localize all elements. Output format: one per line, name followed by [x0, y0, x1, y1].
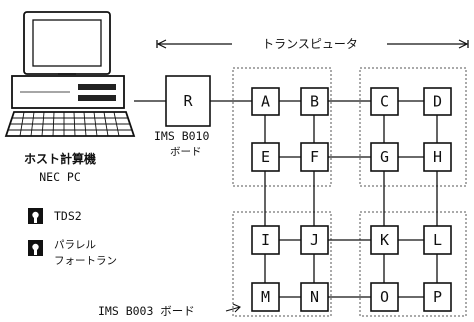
node-e-label: E: [261, 148, 270, 166]
node-k-label: K: [380, 231, 389, 249]
node-o-label: O: [380, 288, 389, 306]
floppy-disk-icon: [28, 240, 43, 256]
node-e: E: [252, 143, 279, 171]
node-f-label: F: [310, 148, 319, 166]
node-o: O: [371, 283, 398, 311]
node-a: A: [252, 88, 279, 115]
legend-label-parallel: パラレル: [54, 239, 96, 251]
node-b-label: B: [310, 93, 319, 111]
node-n-label: N: [310, 288, 319, 306]
node-f: F: [301, 143, 328, 171]
node-a-label: A: [261, 93, 270, 111]
host-computer-icon: [6, 12, 134, 136]
title-label: トランスピュータ: [262, 37, 358, 51]
node-p-label: P: [433, 288, 442, 306]
node-d: D: [424, 88, 451, 115]
node-r-label: R: [183, 92, 193, 110]
node-g: G: [371, 143, 398, 171]
host-model-label: NEC PC: [39, 170, 81, 184]
node-c: C: [371, 88, 398, 115]
root-board-label: IMS B010: [154, 129, 209, 143]
legend: TDS2 パラレル フォートラン: [28, 208, 117, 267]
node-j: J: [301, 226, 328, 254]
node-k: K: [371, 226, 398, 254]
node-h: H: [424, 143, 451, 171]
node-h-label: H: [433, 148, 442, 166]
node-i-label: I: [261, 231, 270, 249]
legend-label-fortran: フォートラン: [54, 255, 117, 267]
legend-label-tds2: TDS2: [54, 209, 82, 223]
node-p: P: [424, 283, 451, 311]
node-l-label: L: [433, 231, 442, 249]
node-b: B: [301, 88, 328, 115]
node-j-label: J: [310, 231, 319, 249]
node-n: N: [301, 283, 328, 311]
node-i: I: [252, 226, 279, 254]
node-d-label: D: [433, 93, 442, 111]
lower-board-label: IMS B003 ボード: [98, 304, 195, 318]
host-name-label: ホスト計算機: [24, 151, 96, 166]
node-m-label: M: [261, 288, 270, 306]
node-l: L: [424, 226, 451, 254]
root-board-label-2: ボード: [170, 146, 202, 158]
node-g-label: G: [380, 148, 389, 166]
floppy-disk-icon: [28, 208, 43, 224]
node-m: M: [252, 283, 279, 311]
node-c-label: C: [380, 93, 389, 111]
